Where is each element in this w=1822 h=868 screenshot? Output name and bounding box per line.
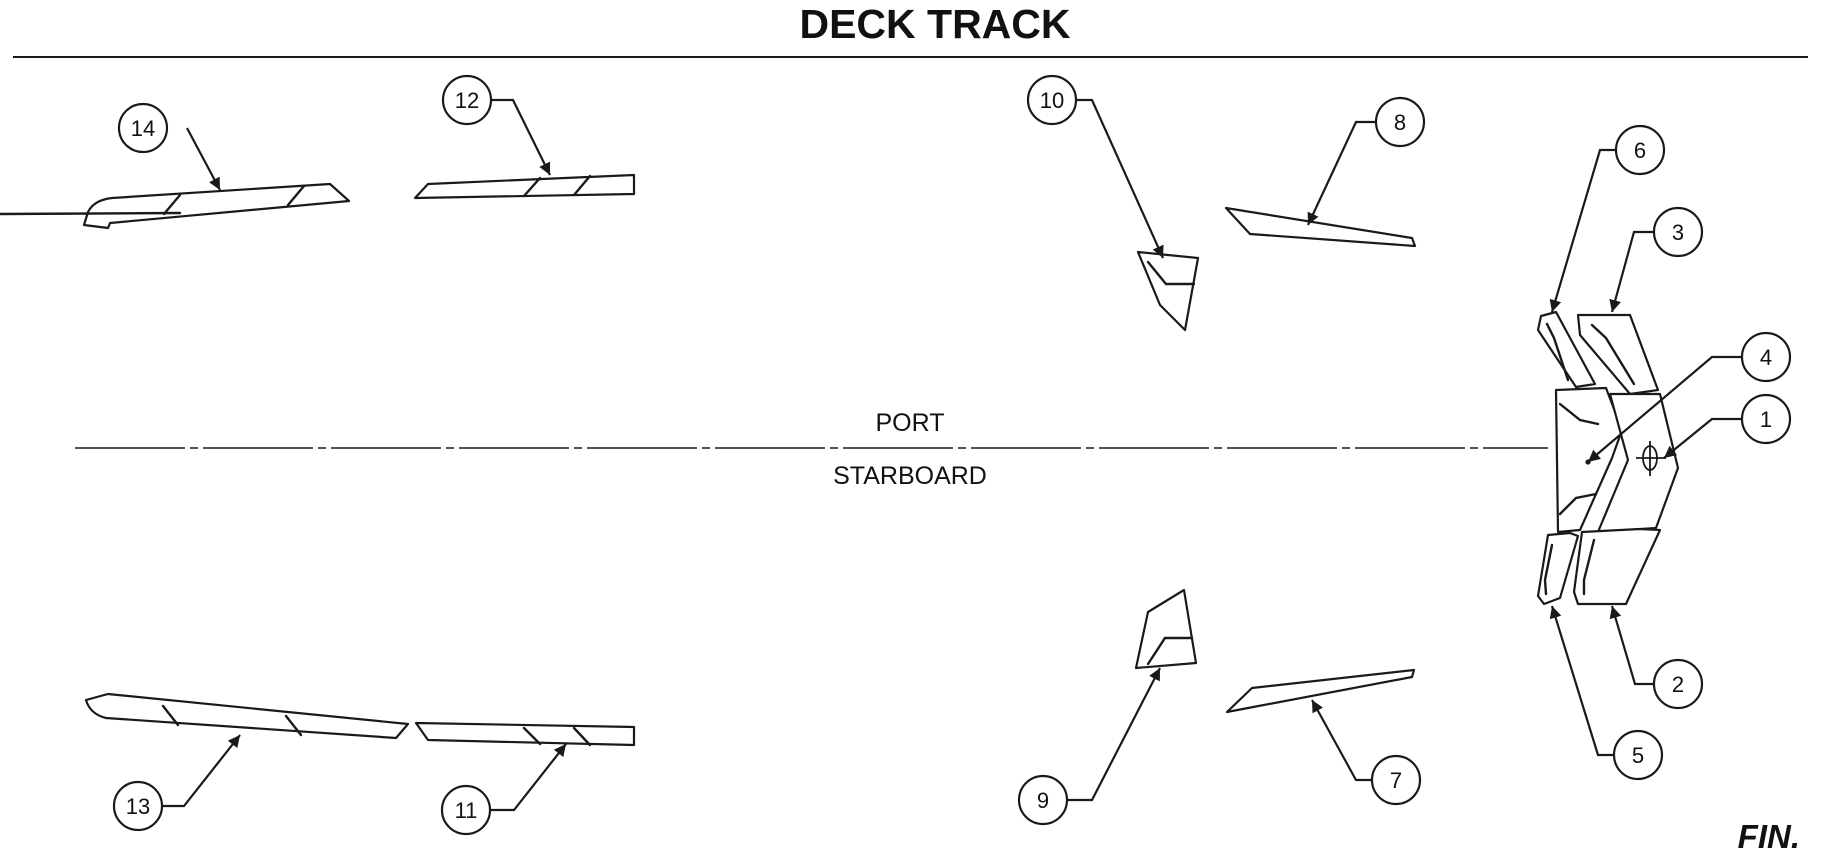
part-10-pad bbox=[1136, 250, 1200, 332]
callout-2: 2 bbox=[1652, 658, 1704, 710]
callout-9: 9 bbox=[1017, 774, 1069, 826]
callout-7: 7 bbox=[1370, 754, 1422, 806]
callout-4: 4 bbox=[1740, 331, 1792, 383]
svg-text:6: 6 bbox=[1634, 138, 1646, 163]
svg-text:12: 12 bbox=[455, 88, 479, 113]
callout-12: 12 bbox=[441, 74, 493, 126]
part-5-pad bbox=[1536, 531, 1580, 606]
part-14-pad bbox=[0, 182, 351, 230]
svg-text:5: 5 bbox=[1632, 743, 1644, 768]
callout-14: 14 bbox=[117, 102, 169, 154]
svg-text:3: 3 bbox=[1672, 220, 1684, 245]
part-6-pad bbox=[1536, 310, 1597, 389]
callout-13: 13 bbox=[112, 780, 164, 832]
svg-text:11: 11 bbox=[455, 798, 478, 823]
part-1-pad bbox=[1596, 392, 1680, 534]
svg-text:10: 10 bbox=[1040, 88, 1064, 113]
part-12-pad bbox=[413, 173, 636, 200]
callout-3: 3 bbox=[1652, 206, 1704, 258]
svg-text:1: 1 bbox=[1760, 407, 1772, 432]
part-8-pad bbox=[1224, 206, 1417, 248]
callout-10: 10 bbox=[1026, 74, 1078, 126]
port-label: PORT bbox=[876, 409, 945, 437]
callout-8: 8 bbox=[1374, 96, 1426, 148]
callout-6: 6 bbox=[1614, 124, 1666, 176]
svg-text:2: 2 bbox=[1672, 672, 1684, 697]
part-13-pad bbox=[84, 692, 410, 740]
starboard-label: STARBOARD bbox=[833, 462, 987, 490]
part-7-pad bbox=[1225, 668, 1416, 714]
part-2-pad bbox=[1572, 527, 1662, 606]
fin-label: FIN. bbox=[1738, 818, 1800, 855]
callout-11: 11 bbox=[440, 784, 492, 836]
svg-text:14: 14 bbox=[131, 116, 155, 141]
svg-text:13: 13 bbox=[126, 794, 150, 819]
part-11-pad bbox=[414, 721, 636, 747]
svg-text:9: 9 bbox=[1037, 788, 1049, 813]
part-3-pad bbox=[1576, 313, 1660, 396]
svg-text:8: 8 bbox=[1394, 110, 1406, 135]
part-9-pad bbox=[1134, 588, 1198, 670]
svg-text:4: 4 bbox=[1760, 345, 1772, 370]
page-title: DECK TRACK bbox=[799, 1, 1070, 47]
leader-lines bbox=[158, 98, 1742, 812]
svg-text:7: 7 bbox=[1390, 768, 1402, 793]
callout-1: 1 bbox=[1740, 393, 1792, 445]
part-1-center-icon bbox=[1636, 441, 1666, 476]
callout-5: 5 bbox=[1612, 729, 1664, 781]
